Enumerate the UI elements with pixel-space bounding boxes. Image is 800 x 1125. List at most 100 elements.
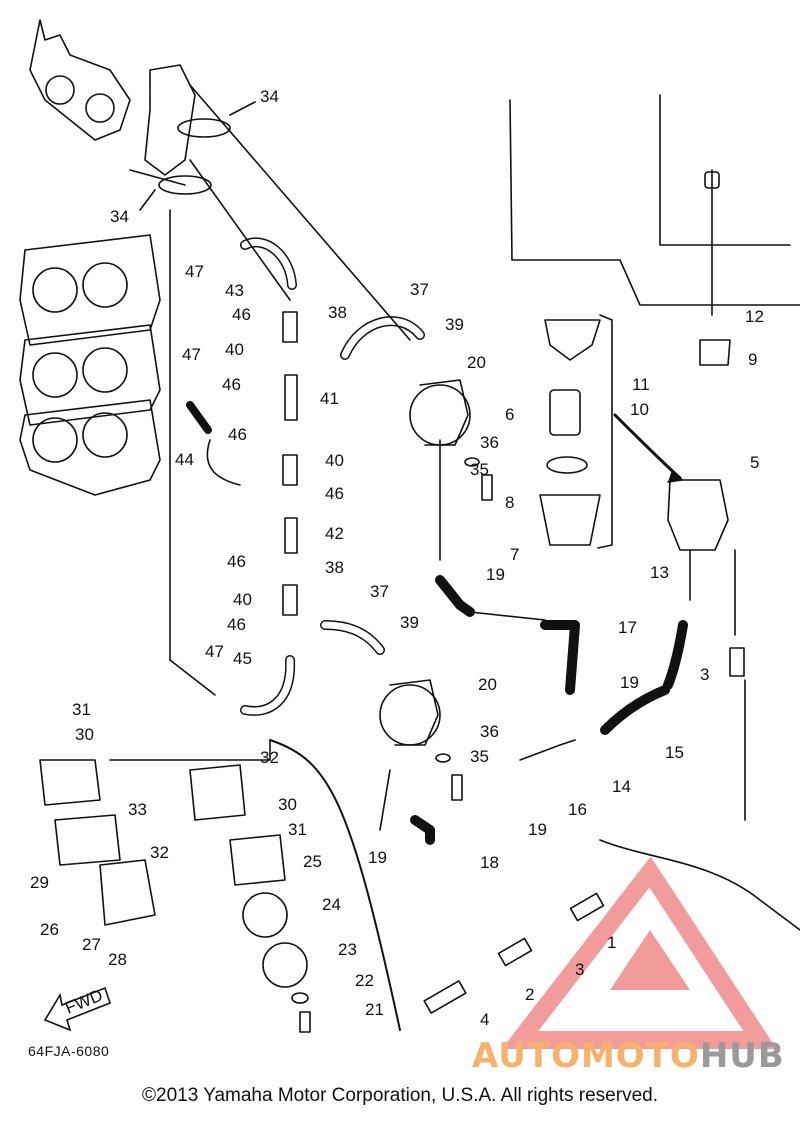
part-label: 3 (575, 960, 584, 979)
filter-cap (544, 319, 601, 361)
part-label: 33 (128, 800, 147, 819)
gasket-34-bottom (158, 175, 212, 195)
gasket-34-top (177, 118, 231, 138)
part-label: 41 (320, 389, 339, 408)
part-label: 37 (410, 280, 429, 299)
part-label: 13 (650, 563, 669, 582)
part-label: 16 (568, 800, 587, 819)
part-label: 19 (486, 565, 505, 584)
part-label: 20 (467, 353, 486, 372)
copyright-notice: ©2013 Yamaha Motor Corporation, U.S.A. A… (142, 1085, 658, 1106)
part-label: 35 (470, 747, 489, 766)
part-label: 47 (185, 262, 204, 281)
cylinder-head-part (29, 19, 131, 141)
fuel-pump-top (409, 379, 471, 446)
part-label: 3 (700, 665, 709, 684)
part-label: 31 (288, 820, 307, 839)
fuel-pump-bottom (379, 679, 441, 746)
tee-joint-40b (282, 454, 298, 486)
part-label: 20 (478, 675, 497, 694)
part-label: 15 (665, 743, 684, 762)
plate-25 (229, 834, 286, 886)
part-label: 43 (225, 281, 244, 300)
part-label: 27 (82, 935, 101, 954)
part-label: 23 (338, 940, 357, 959)
elbow-18 (410, 815, 435, 845)
part-labels: 1 2 3 3 4 5 6 7 8 9 10 11 12 13 14 15 16… (30, 87, 764, 1029)
part-label: 6 (505, 405, 514, 424)
part-label: 8 (505, 493, 514, 512)
part-label: 2 (525, 985, 534, 1004)
part-label: 5 (750, 453, 759, 472)
tee-joint-40c (282, 584, 298, 616)
part-label: 18 (480, 853, 499, 872)
filter-element-6 (549, 389, 581, 436)
part-label: 39 (400, 613, 419, 632)
plate-26a (54, 814, 121, 866)
diagram-lines (19, 19, 800, 1033)
part-label: 11 (632, 375, 650, 394)
pump-body-33 (189, 764, 246, 821)
carburetor-bank (19, 234, 161, 496)
watermark-logo (501, 856, 777, 1049)
part-label: 19 (620, 673, 639, 692)
part-label: 38 (328, 303, 347, 322)
washer-22 (291, 992, 309, 1004)
o-ring-8 (546, 456, 588, 474)
part-label: 31 (72, 700, 91, 719)
gasket-29 (39, 759, 101, 806)
hose-41 (284, 374, 298, 421)
part-label: 46 (232, 305, 251, 324)
fwd-arrow: FWD (43, 986, 111, 1032)
part-label: 32 (150, 843, 169, 862)
part-label: 36 (480, 722, 499, 741)
part-label: 14 (612, 777, 631, 796)
part-label: 7 (510, 545, 519, 564)
part-label: 39 (445, 315, 464, 334)
diaphragm-24 (242, 892, 288, 938)
part-label: 40 (225, 340, 244, 359)
part-label: 47 (182, 345, 201, 364)
joint-16 (519, 739, 576, 761)
part-label: 47 (205, 642, 224, 661)
part-label: 35 (470, 460, 489, 479)
part-label: 17 (618, 618, 637, 637)
part-label: 45 (233, 649, 252, 668)
part-label: 34 (260, 87, 279, 106)
plate-23 (262, 942, 308, 988)
part-label: 30 (278, 795, 297, 814)
part-label: 19 (368, 848, 387, 867)
part-label: 46 (228, 425, 247, 444)
watermark-text-colored: AUTOMOTO (472, 1036, 700, 1076)
part-label: 40 (233, 590, 252, 609)
part-label: 32 (260, 748, 279, 767)
part-label: 46 (227, 615, 246, 634)
cover-26 (99, 859, 156, 926)
part-label: 4 (480, 1010, 489, 1029)
screw-35-top (481, 474, 493, 501)
part-label: 25 (303, 852, 322, 871)
hose-15a (663, 620, 688, 690)
part-label: 38 (325, 558, 344, 577)
hose-44 (186, 401, 212, 434)
part-label: 37 (370, 582, 389, 601)
bracket-9 (699, 339, 731, 366)
fuel-filter-5 (667, 479, 729, 551)
part-label: 29 (30, 873, 49, 892)
fitting-2 (497, 937, 533, 967)
part-label: 46 (227, 552, 246, 571)
part-label: 10 (630, 400, 649, 419)
part-label: 12 (745, 307, 764, 326)
part-label: 36 (480, 433, 499, 452)
part-code: 64FJA-6080 (28, 1043, 110, 1059)
part-label: 42 (325, 524, 344, 543)
part-label: 21 (365, 1000, 384, 1019)
part-label: 28 (108, 950, 127, 969)
part-label: 34 (110, 207, 129, 226)
tee-joint-40a (282, 311, 298, 343)
hose-17 (540, 620, 580, 695)
part-label: 30 (75, 725, 94, 744)
hose-end (729, 647, 745, 677)
